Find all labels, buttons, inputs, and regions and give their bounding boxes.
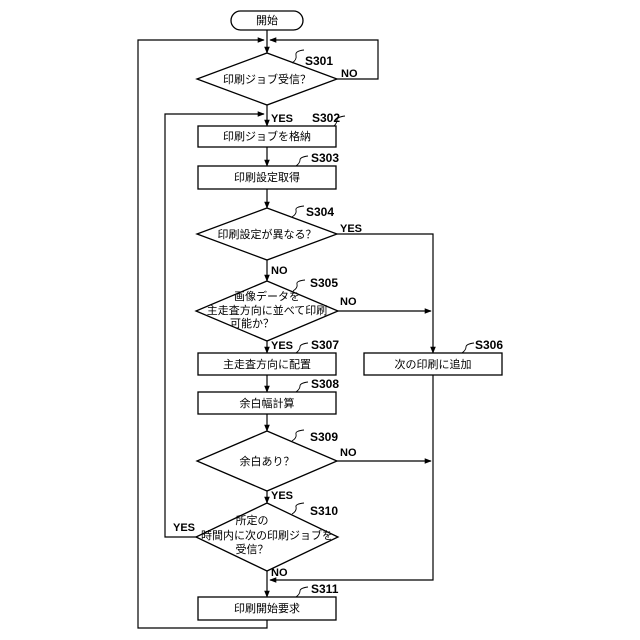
process-s303: 印刷設定取得 <box>198 166 336 189</box>
process-s308: 余白幅計算 <box>198 392 336 414</box>
label-s310-no: NO <box>271 567 288 579</box>
svg-text:次の印刷に追加: 次の印刷に追加 <box>395 357 472 371</box>
svg-text:S301: S301 <box>305 54 333 68</box>
label-s309-no: NO <box>340 447 357 459</box>
svg-text:主走査方向に配置: 主走査方向に配置 <box>223 357 311 371</box>
svg-text:S306: S306 <box>475 338 503 352</box>
svg-text:S304: S304 <box>306 205 334 219</box>
step-id-s305: S305 <box>293 276 338 291</box>
decision-s305: 画像データを 主走査方向に並べて印刷 可能か？ <box>196 281 338 341</box>
process-s306: 次の印刷に追加 <box>364 353 502 375</box>
start-terminal: 開始 <box>231 11 303 30</box>
step-id-s303: S303 <box>296 151 339 166</box>
svg-text:所定の: 所定の <box>236 513 269 527</box>
svg-text:S303: S303 <box>311 151 339 165</box>
label-s309-yes: YES <box>271 490 293 502</box>
step-id-s309: S309 <box>292 430 338 444</box>
process-s311: 印刷開始要求 <box>198 597 336 620</box>
label-s305-no: NO <box>340 296 357 308</box>
svg-text:受信？: 受信？ <box>236 543 269 556</box>
label-s301-no: NO <box>341 68 358 80</box>
svg-text:時間内に次の印刷ジョブを: 時間内に次の印刷ジョブを <box>201 528 333 542</box>
svg-text:印刷設定取得: 印刷設定取得 <box>234 170 300 184</box>
svg-text:可能か？: 可能か？ <box>230 316 274 330</box>
label-s304-yes: YES <box>340 223 362 235</box>
step-id-s311: S311 <box>296 582 339 597</box>
step-id-s310: S310 <box>292 503 338 518</box>
process-s302: 印刷ジョブを格納 <box>198 126 336 147</box>
svg-text:主走査方向に並べて印刷: 主走査方向に並べて印刷 <box>207 303 328 317</box>
svg-text:余白幅計算: 余白幅計算 <box>240 396 295 410</box>
svg-text:S305: S305 <box>310 276 338 290</box>
svg-text:印刷設定が異なる？: 印刷設定が異なる？ <box>218 227 317 241</box>
svg-text:S309: S309 <box>310 430 338 444</box>
step-id-s304: S304 <box>292 205 334 219</box>
process-s307: 主走査方向に配置 <box>198 353 336 375</box>
svg-text:S307: S307 <box>311 338 339 352</box>
start-label: 開始 <box>256 13 278 27</box>
label-s305-yes: YES <box>271 340 293 352</box>
label-s304-no: NO <box>271 265 288 277</box>
label-s310-yes: YES <box>173 522 195 534</box>
label-s301-yes: YES <box>271 113 293 125</box>
svg-text:印刷開始要求: 印刷開始要求 <box>234 601 300 615</box>
svg-text:画像データを: 画像データを <box>234 289 300 303</box>
svg-text:S302: S302 <box>312 111 340 125</box>
svg-text:S311: S311 <box>311 582 339 596</box>
step-id-s308: S308 <box>296 377 339 392</box>
svg-text:余白あり？: 余白あり？ <box>240 454 295 468</box>
svg-text:S308: S308 <box>311 377 339 391</box>
svg-text:印刷ジョブ受信？: 印刷ジョブ受信？ <box>223 72 311 86</box>
svg-text:S310: S310 <box>310 504 338 518</box>
svg-text:印刷ジョブを格納: 印刷ジョブを格納 <box>223 129 311 143</box>
step-id-s307: S307 <box>296 338 339 353</box>
step-id-s306: S306 <box>462 338 503 353</box>
step-id-s302: S302 <box>312 111 345 126</box>
